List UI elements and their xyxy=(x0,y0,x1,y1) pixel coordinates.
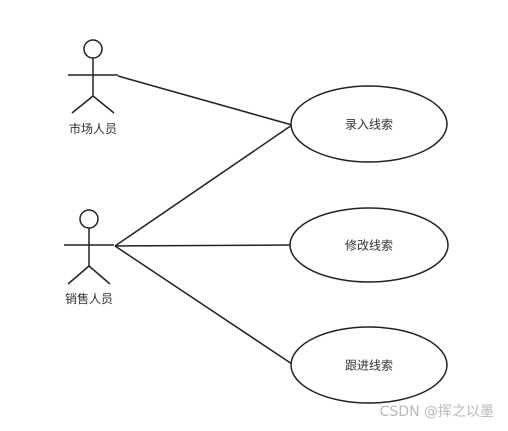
usecase-modify-ellipse xyxy=(289,207,449,283)
usecase-follow-ellipse xyxy=(290,326,448,404)
actor-marketing-left-leg xyxy=(71,95,94,114)
association-sales-follow xyxy=(114,245,293,365)
actor-sales xyxy=(64,209,114,285)
use-cases xyxy=(289,85,449,404)
actor-sales-label: 销售人员 xyxy=(64,292,114,306)
actor-sales-head xyxy=(79,209,99,229)
association-sales-enter xyxy=(114,124,293,247)
usecase-modify-label: 修改线索 xyxy=(344,238,394,253)
usecase-enter-ellipse xyxy=(290,85,448,163)
associations xyxy=(114,75,293,365)
association-sales-modify xyxy=(114,244,291,247)
actor-sales-right-leg xyxy=(88,265,111,285)
actor-marketing-label: 市场人员 xyxy=(68,122,118,136)
actor-sales-left-leg xyxy=(67,265,90,285)
usecase-follow-label: 跟进线索 xyxy=(344,358,394,373)
watermark: CSDN @挥之以墨 xyxy=(379,404,494,420)
actor-marketing-right-leg xyxy=(92,95,115,114)
actor-marketing-head xyxy=(83,39,103,59)
actor-marketing xyxy=(68,39,118,114)
usecase-enter-label: 录入线索 xyxy=(344,117,394,132)
association-marketing-enter xyxy=(117,75,293,126)
